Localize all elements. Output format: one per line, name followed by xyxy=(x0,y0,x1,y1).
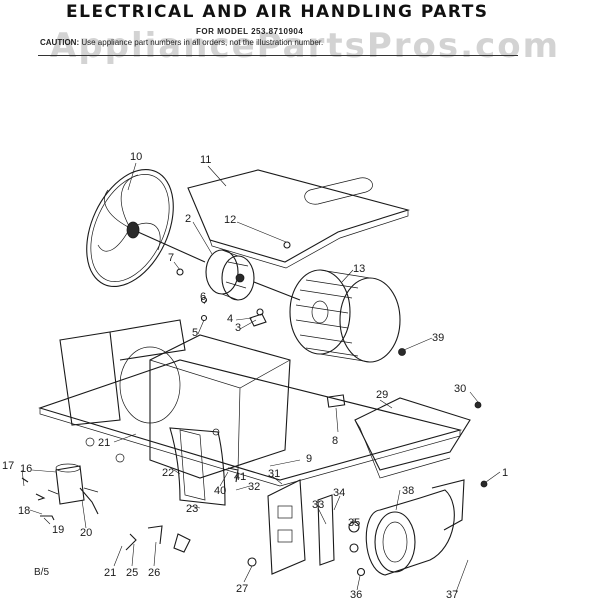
callout-39: 39 xyxy=(432,332,444,344)
fan-blade xyxy=(86,169,206,287)
callout-37: 37 xyxy=(446,589,458,600)
callout-12: 12 xyxy=(224,214,236,226)
callout-38: 38 xyxy=(402,485,414,497)
callout-36: 36 xyxy=(350,589,362,600)
callout-6: 6 xyxy=(200,291,206,303)
small-hardware xyxy=(176,241,488,577)
top-cover-panel xyxy=(187,169,410,269)
callout-41: 41 xyxy=(234,471,246,483)
callout-34: 34 xyxy=(333,487,345,499)
callout-2: 2 xyxy=(185,213,191,225)
callout-21b: 21 xyxy=(104,567,116,579)
callout-13: 13 xyxy=(353,263,365,275)
scroll-housing xyxy=(365,479,465,576)
callout-21: 21 xyxy=(98,437,110,449)
callout-17: 17 xyxy=(2,460,14,472)
callout-19: 19 xyxy=(52,524,64,536)
header-divider xyxy=(38,55,518,56)
base-pan-assembly xyxy=(38,319,463,506)
callout-27: 27 xyxy=(236,583,248,595)
control-cover xyxy=(354,397,471,479)
callout-33: 33 xyxy=(312,499,324,511)
callout-9: 9 xyxy=(306,453,312,465)
sheet-code: B/5 xyxy=(34,567,50,578)
callout-32: 32 xyxy=(248,481,260,493)
callout-18: 18 xyxy=(18,505,30,517)
callout-16: 16 xyxy=(20,463,32,475)
callout-numbers: 10 11 2 12 7 13 6 4 3 5 39 30 29 21 8 9 … xyxy=(2,151,508,600)
caution-text: Use appliance part numbers in all orders… xyxy=(81,38,324,47)
callout-20: 20 xyxy=(80,527,92,539)
callout-10: 10 xyxy=(130,151,142,163)
callout-1: 1 xyxy=(502,467,508,479)
page-title: ELECTRICAL AND AIR HANDLING PARTS xyxy=(66,2,489,22)
callout-29: 29 xyxy=(376,389,388,401)
callout-3: 3 xyxy=(235,322,241,334)
callout-8: 8 xyxy=(332,435,338,447)
callout-23: 23 xyxy=(186,503,198,515)
fan-motor xyxy=(205,249,301,301)
blower-wheel xyxy=(289,269,401,363)
callout-35: 35 xyxy=(348,517,360,529)
capacitor xyxy=(47,463,99,505)
callout-40: 40 xyxy=(214,485,226,497)
watermark: AppliancePartsPros.com xyxy=(50,26,561,66)
model-line: FOR MODEL 253.8710904 xyxy=(196,27,304,36)
caution-label: CAUTION: xyxy=(40,38,80,47)
callout-31: 31 xyxy=(268,468,280,480)
callout-7: 7 xyxy=(168,252,174,264)
callout-leaders xyxy=(21,162,501,593)
callout-4: 4 xyxy=(227,313,233,325)
caution-note: CAUTION: Use appliance part numbers in a… xyxy=(40,38,510,47)
callout-25: 25 xyxy=(126,567,138,579)
callout-26: 26 xyxy=(148,567,160,579)
callout-30: 30 xyxy=(454,383,466,395)
callout-11: 11 xyxy=(200,154,211,166)
callout-5: 5 xyxy=(192,327,198,339)
callout-22: 22 xyxy=(162,467,174,479)
switch-bracket xyxy=(267,479,335,575)
wiring-hardware xyxy=(21,394,360,553)
